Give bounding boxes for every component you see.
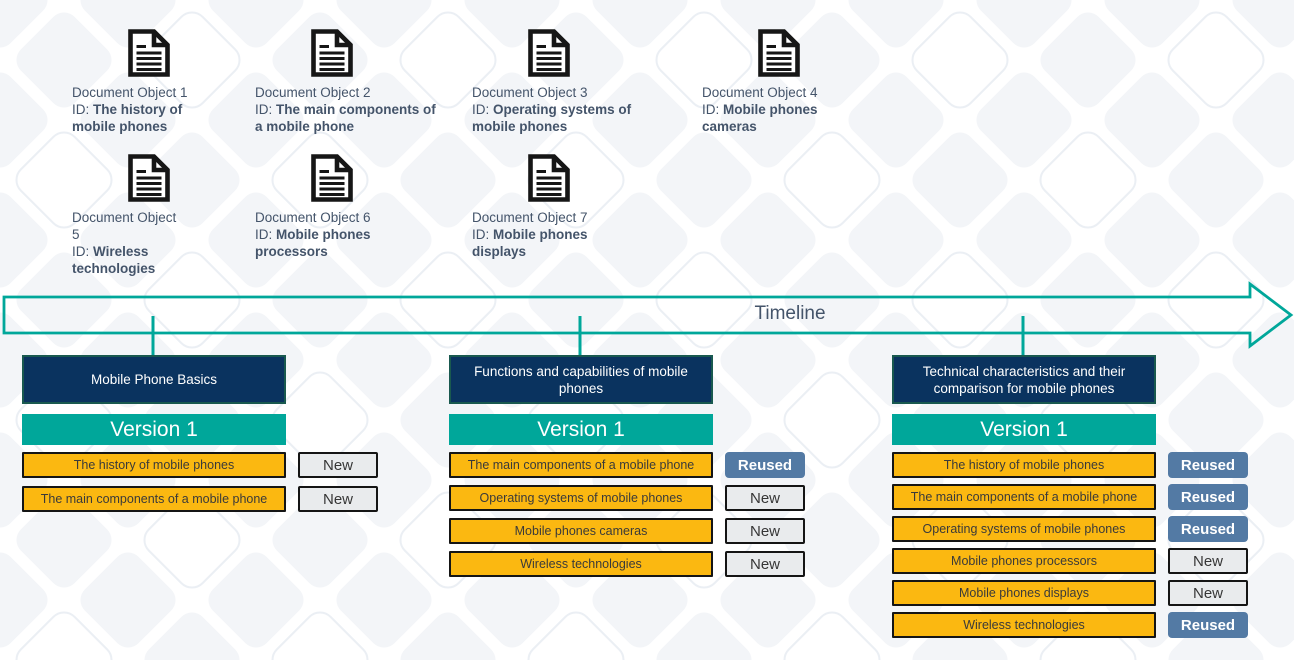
content-item: Mobile phones processors xyxy=(892,548,1156,574)
content-item: The main components of a mobile phone xyxy=(22,486,286,512)
document-card-1: Document Object 1 ID: The history of mob… xyxy=(72,29,228,135)
content-item: Mobile phones cameras xyxy=(449,518,713,544)
status-badge: New xyxy=(298,452,378,478)
document-id: ID: Operating systems of mobile phones xyxy=(472,101,658,135)
id-value: Wireless technologies xyxy=(72,244,156,276)
status-badge: New xyxy=(725,485,805,511)
id-value: The main components of a mobile phone xyxy=(255,102,436,134)
status-badge: New xyxy=(1168,548,1248,574)
content-row: The history of mobile phones Reused xyxy=(892,452,1248,478)
content-row: Wireless technologies Reused xyxy=(892,612,1248,638)
document-id: ID: Mobile phones displays xyxy=(472,226,622,260)
status-badge: New xyxy=(725,551,805,577)
document-name: Document Object 5 xyxy=(72,210,177,242)
status-badge: Reused xyxy=(1168,516,1248,542)
id-label: ID: xyxy=(255,227,273,242)
publication-title: Functions and capabilities of mobile pho… xyxy=(449,355,713,404)
content-item: Mobile phones displays xyxy=(892,580,1156,606)
document-card-7: Document Object 7 ID: Mobile phones disp… xyxy=(472,154,622,260)
document-id: ID: The main components of a mobile phon… xyxy=(255,101,441,135)
content-item: Operating systems of mobile phones xyxy=(449,485,713,511)
id-label: ID: xyxy=(702,102,720,117)
document-id: ID: Wireless technologies xyxy=(72,243,186,277)
document-card-2: Document Object 2 ID: The main component… xyxy=(255,29,441,135)
id-label: ID: xyxy=(472,227,490,242)
id-label: ID: xyxy=(72,102,90,117)
id-label: ID: xyxy=(72,244,90,259)
content-item: Operating systems of mobile phones xyxy=(892,516,1156,542)
version-banner: Version 1 xyxy=(22,414,286,445)
content-row: Wireless technologies New xyxy=(449,551,805,577)
content-item: The main components of a mobile phone xyxy=(449,452,713,478)
publication-title: Mobile Phone Basics xyxy=(22,355,286,404)
content-row: The main components of a mobile phone Re… xyxy=(449,452,805,478)
content-row: Mobile phones cameras New xyxy=(449,518,805,544)
content-row: Mobile phones processors New xyxy=(892,548,1248,574)
document-id: ID: Mobile phones cameras xyxy=(702,101,847,135)
status-badge: New xyxy=(1168,580,1248,606)
content-row: The main components of a mobile phone Ne… xyxy=(22,486,378,512)
content-item: Wireless technologies xyxy=(892,612,1156,638)
id-value: Operating systems of mobile phones xyxy=(472,102,632,134)
status-badge: New xyxy=(725,518,805,544)
document-icon xyxy=(528,154,570,202)
document-name: Document Object 7 xyxy=(472,210,588,225)
document-card-3: Document Object 3 ID: Operating systems … xyxy=(472,29,658,135)
id-label: ID: xyxy=(255,102,273,117)
document-card-5: Document Object 5 ID: Wireless technolog… xyxy=(72,154,186,277)
content-row: The history of mobile phones New xyxy=(22,452,378,478)
status-badge: Reused xyxy=(1168,452,1248,478)
status-badge: New xyxy=(298,486,378,512)
status-badge: Reused xyxy=(1168,612,1248,638)
document-name: Document Object 3 xyxy=(472,85,588,100)
version-banner: Version 1 xyxy=(449,414,713,445)
publication-title: Technical characteristics and their comp… xyxy=(892,355,1156,404)
content-row: Operating systems of mobile phones New xyxy=(449,485,805,511)
content-row: Mobile phones displays New xyxy=(892,580,1248,606)
timeline-label: Timeline xyxy=(754,303,826,324)
id-value: Mobile phones processors xyxy=(255,227,371,259)
content-item: The main components of a mobile phone xyxy=(892,484,1156,510)
content-row: Operating systems of mobile phones Reuse… xyxy=(892,516,1248,542)
document-name: Document Object 6 xyxy=(255,210,371,225)
document-name: Document Object 4 xyxy=(702,85,818,100)
document-card-6: Document Object 6 ID: Mobile phones proc… xyxy=(255,154,405,260)
document-icon xyxy=(128,154,170,202)
id-value: Mobile phones displays xyxy=(472,227,588,259)
content-item: The history of mobile phones xyxy=(892,452,1156,478)
content-item: Wireless technologies xyxy=(449,551,713,577)
document-name: Document Object 1 xyxy=(72,85,188,100)
document-id: ID: The history of mobile phones xyxy=(72,101,228,135)
content-row: The main components of a mobile phone Re… xyxy=(892,484,1248,510)
document-icon xyxy=(311,154,353,202)
document-name: Document Object 2 xyxy=(255,85,371,100)
document-id: ID: Mobile phones processors xyxy=(255,226,405,260)
id-label: ID: xyxy=(472,102,490,117)
status-badge: Reused xyxy=(725,452,805,478)
document-icon xyxy=(311,29,353,77)
document-icon xyxy=(528,29,570,77)
content-item: The history of mobile phones xyxy=(22,452,286,478)
version-banner: Version 1 xyxy=(892,414,1156,445)
document-icon xyxy=(758,29,800,77)
id-value: The history of mobile phones xyxy=(72,102,183,134)
document-icon xyxy=(128,29,170,77)
status-badge: Reused xyxy=(1168,484,1248,510)
document-card-4: Document Object 4 ID: Mobile phones came… xyxy=(702,29,847,135)
id-value: Mobile phones cameras xyxy=(702,102,818,134)
